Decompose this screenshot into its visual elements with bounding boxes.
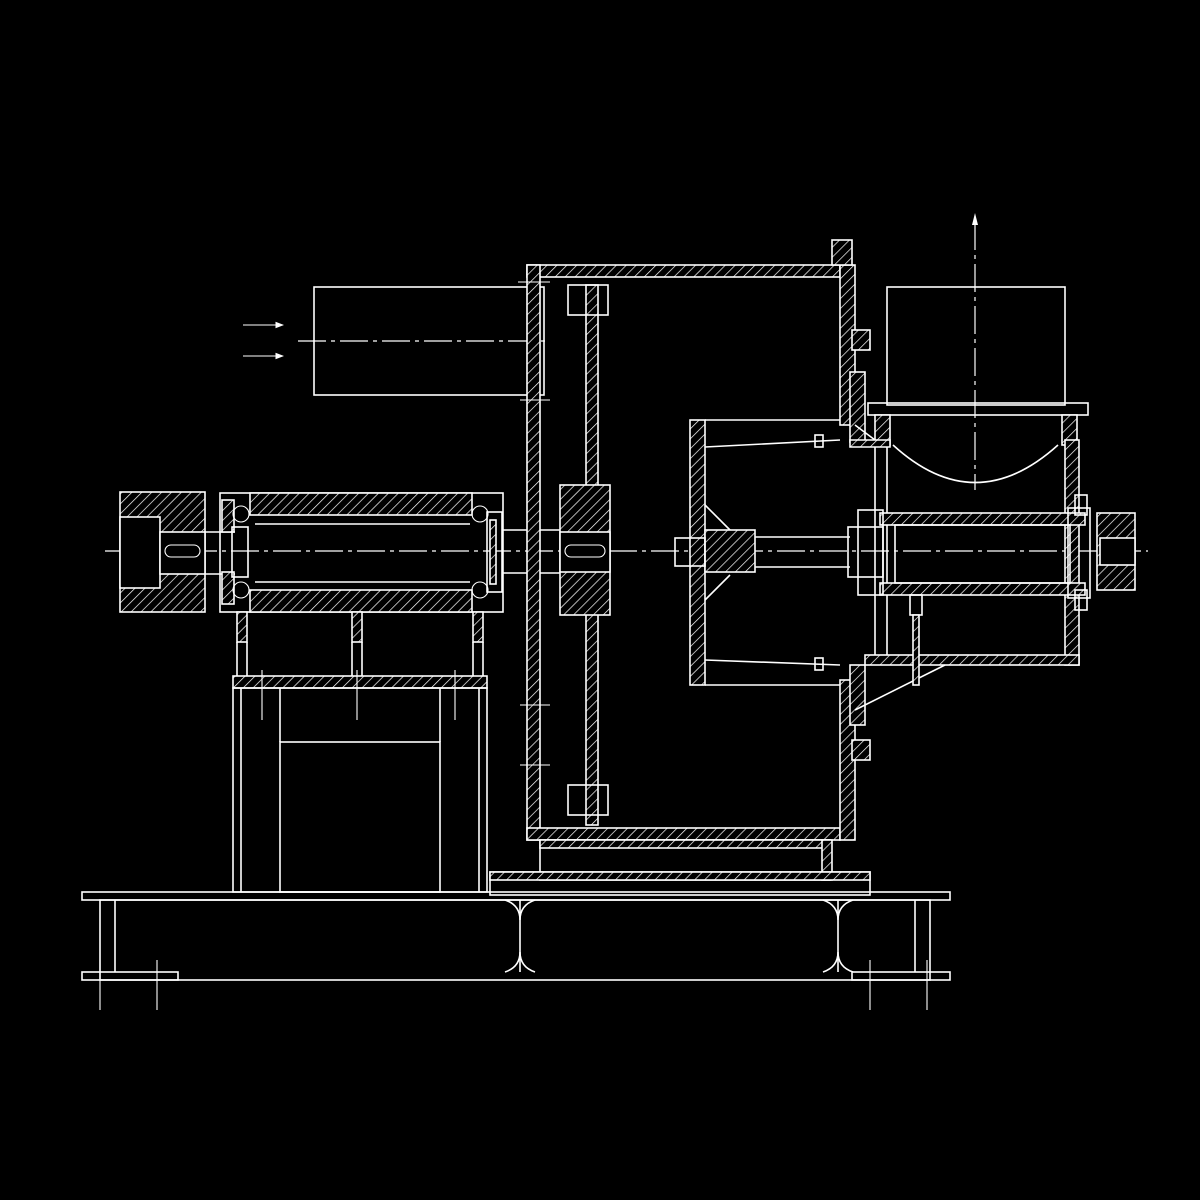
bearing-housing [219,492,560,613]
fan-casing [489,239,876,896]
bearing-ball-icon [232,581,250,599]
motor-stand [232,611,488,893]
inlet-cone [674,419,850,686]
arrow-up-icon [972,213,978,225]
left-pulley [119,491,235,613]
bearing-ball-icon [471,581,489,599]
inlet-duct [298,286,550,396]
impeller-disc [559,284,611,826]
feed-hopper [849,213,1089,711]
inlet-arrows [243,321,285,360]
base-frame [81,891,951,1010]
bearing-ball-icon [471,505,489,523]
bearing-ball-icon [232,505,250,523]
right-shaft-assembly [847,494,1136,686]
